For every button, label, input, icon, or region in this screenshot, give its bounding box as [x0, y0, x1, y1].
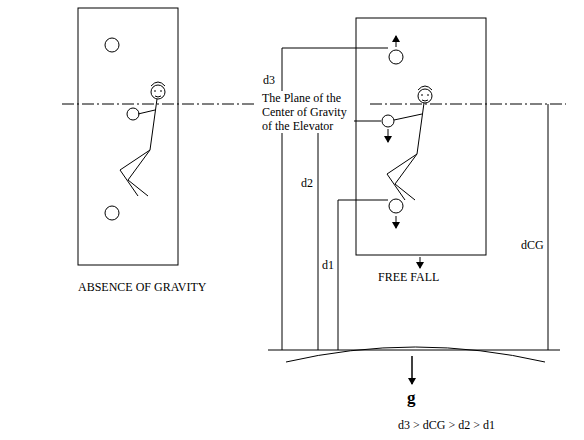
dimension-line — [318, 121, 319, 350]
ball — [389, 50, 403, 64]
ball — [105, 206, 119, 220]
ball — [389, 199, 403, 213]
dimension-label: d1 — [322, 258, 334, 272]
caption-label: ABSENCE OF GRAVITY — [78, 280, 206, 294]
dimension-line — [338, 200, 339, 350]
motion-arrow — [396, 216, 397, 228]
earth-surface — [286, 347, 545, 362]
elevator-box — [78, 8, 178, 265]
extension-line — [338, 200, 388, 201]
relation-label: d3 > dCG > d2 > d1 — [398, 418, 495, 432]
plane-label: The Plane of the Center of Gravity of th… — [262, 91, 354, 133]
dimension-label: d3 — [263, 73, 275, 87]
fall-arrow — [420, 257, 421, 268]
dimension-label: dCG — [521, 238, 544, 252]
gravity-arrow — [411, 356, 413, 384]
dimension-line — [548, 104, 549, 350]
held-ball — [382, 115, 394, 127]
vector-label: g — [407, 388, 416, 407]
center-plane-line — [62, 104, 256, 105]
ball — [105, 38, 119, 52]
person-figure — [387, 86, 432, 200]
motion-arrow — [396, 36, 397, 47]
extension-line — [282, 48, 388, 49]
baseline — [268, 350, 560, 351]
center-plane-line — [370, 104, 566, 105]
dimension-label: d2 — [301, 176, 313, 190]
caption-label: FREE FALL — [378, 270, 439, 284]
person-figure — [120, 82, 165, 196]
motion-arrow — [388, 129, 389, 142]
elevator-box — [356, 18, 486, 255]
held-ball — [127, 108, 139, 120]
